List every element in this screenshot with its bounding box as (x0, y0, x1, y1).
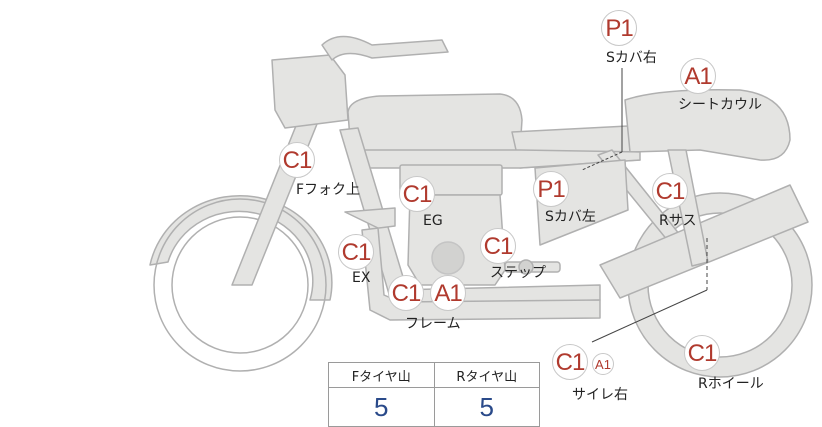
front-tread-value: 5 (328, 387, 435, 427)
label-step: ステップ (490, 265, 546, 281)
grade-badge-s-cover-left: P1 (533, 171, 569, 207)
rear-tread-header: Rタイヤ山 (433, 362, 540, 388)
label-rear-wheel: Rホイール (698, 376, 764, 392)
label-exhaust: EX (352, 270, 371, 286)
label-rear-suspension: Rサス (659, 213, 697, 229)
seat-cowl-shape (624, 88, 791, 161)
grade-badge-silencer-right-2: A1 (592, 353, 614, 375)
front-tread-header: Fタイヤ山 (328, 362, 435, 388)
label-front-fork-upper: Fフォク上 (296, 182, 361, 198)
front-wheel-inner (171, 216, 309, 354)
headlight-cowl (271, 54, 349, 129)
label-seat-cowl: シートカウル (678, 97, 762, 113)
grade-badge-rear-wheel: C1 (684, 335, 720, 371)
label-silencer-right: サイレ右 (572, 387, 628, 403)
front-wheel (149, 194, 333, 301)
grade-badge-frame-2: A1 (430, 275, 466, 311)
grade-badge-frame-1: C1 (388, 275, 424, 311)
label-frame: フレーム (405, 316, 461, 332)
grade-badge-engine: C1 (399, 176, 435, 212)
grade-badge-seat-cowl: A1 (680, 58, 716, 94)
step-peg (518, 259, 534, 275)
label-s-cover-left: Sカバ左 (545, 209, 596, 225)
grade-badge-exhaust: C1 (338, 234, 374, 270)
grade-badge-front-fork-upper: C1 (279, 142, 315, 178)
grade-badge-s-cover-right: P1 (601, 10, 637, 46)
exhaust-pipe (344, 207, 601, 321)
rear-tread-value: 5 (433, 387, 540, 427)
handlebar (321, 35, 449, 61)
grade-badge-silencer-right-1: C1 (552, 344, 588, 380)
grade-badge-rear-suspension: C1 (652, 173, 688, 209)
leader-silencer-2 (591, 289, 708, 343)
grade-badge-step: C1 (480, 228, 516, 264)
label-s-cover-right: Sカバ右 (606, 50, 657, 66)
leader-s-cover-right-2 (581, 151, 623, 171)
label-engine: EG (423, 213, 443, 229)
front-wheel-ring (153, 198, 327, 372)
tire-tread-table: Fタイヤ山 Rタイヤ山 5 5 (328, 362, 540, 427)
engine-cover (431, 241, 465, 275)
